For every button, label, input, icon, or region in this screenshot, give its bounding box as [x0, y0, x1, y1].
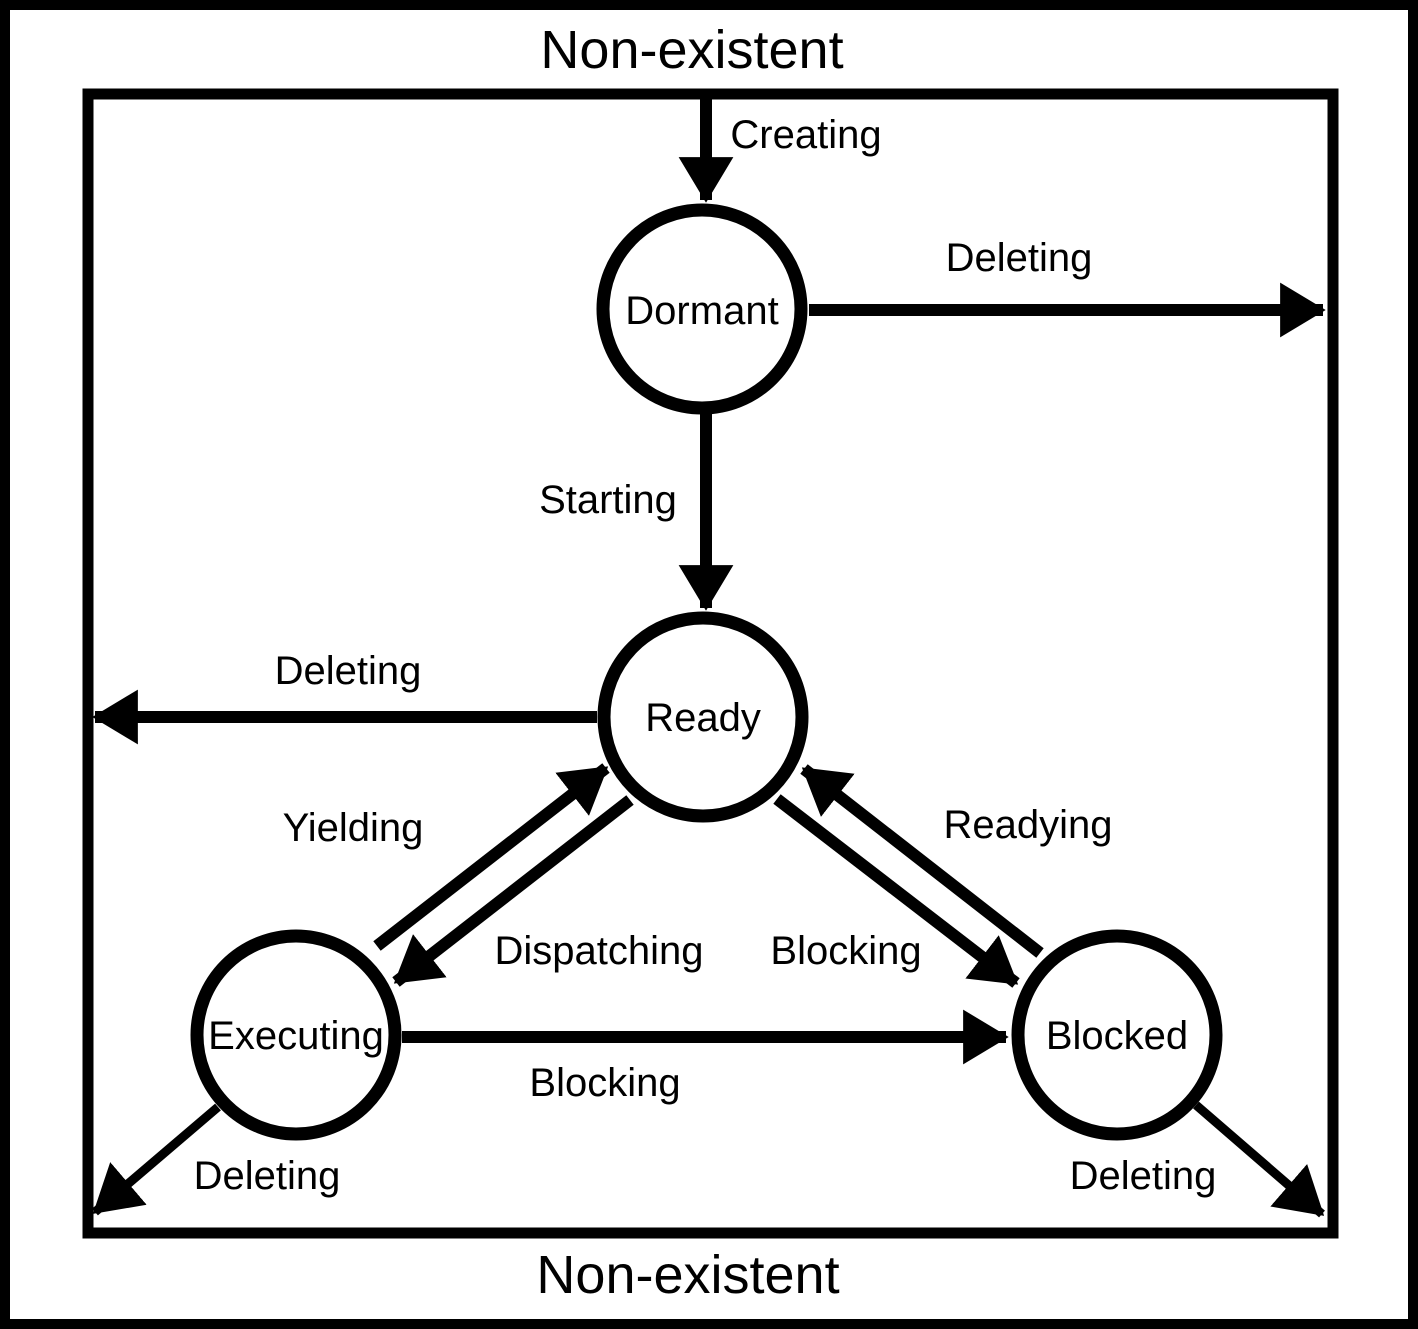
transition-label-readying: Readying [943, 803, 1112, 847]
transition-arrow-deleting-executing [92, 1103, 221, 1216]
transition-arrow-readying [800, 764, 1044, 958]
state-label-dormant: Dormant [625, 289, 778, 333]
transition-label-starting: Starting [539, 478, 677, 522]
state-label-ready: Ready [645, 696, 761, 740]
transition-label-blocking-direct: Blocking [529, 1061, 680, 1105]
transition-label-deleting-ready: Deleting [275, 649, 422, 693]
transition-arrow-deleting-blocked [1193, 1101, 1325, 1218]
transition-arrow-dispatching [392, 795, 634, 987]
transition-label-dispatching: Dispatching [494, 929, 703, 973]
transition-label-deleting-executing: Deleting [194, 1154, 341, 1198]
transition-arrow-yielding [373, 763, 610, 951]
transition-arrow-blocking-to-blocked [773, 794, 1020, 988]
transition-label-deleting-blocked: Deleting [1070, 1154, 1217, 1198]
state-circle-executing [190, 929, 402, 1141]
state-circle-blocked [1011, 929, 1223, 1141]
non-existent-label-top: Non-existent [540, 20, 843, 80]
transition-label-deleting-dormant: Deleting [946, 236, 1093, 280]
non-existent-label-bottom: Non-existent [536, 1245, 839, 1305]
state-label-blocked: Blocked [1046, 1014, 1188, 1058]
transition-label-creating: Creating [730, 113, 881, 157]
state-circle-dormant [596, 203, 808, 415]
transition-label-blocking-to-blocked: Blocking [770, 929, 921, 973]
inner-boundary-box [82, 88, 1339, 1239]
state-circle-ready [597, 611, 809, 823]
transition-label-yielding: Yielding [283, 806, 424, 850]
state-label-executing: Executing [208, 1014, 384, 1058]
